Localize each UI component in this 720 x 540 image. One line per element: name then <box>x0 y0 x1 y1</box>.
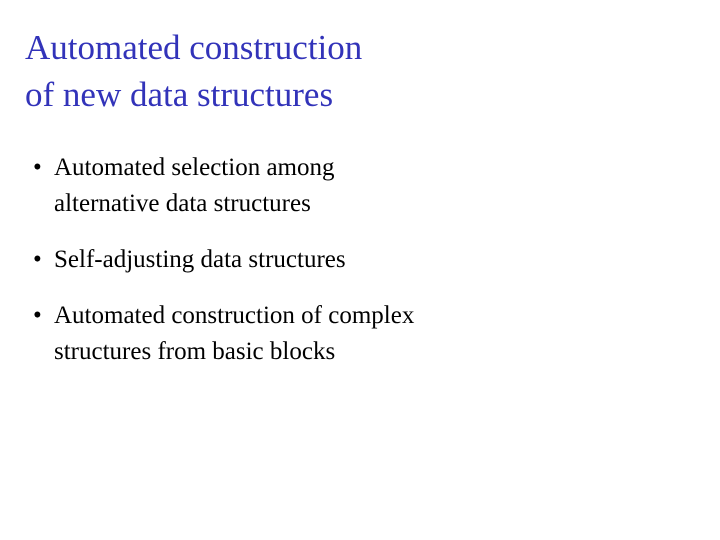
bullet-item-3-text: Automated construction of complex struct… <box>54 298 698 370</box>
bullet-point-icon: • <box>33 302 42 329</box>
bullet-item-2-text: Self-adjusting data structures <box>54 242 698 278</box>
slide-title: Automated construction of new data struc… <box>25 24 685 118</box>
slide-title-line-1: Automated construction <box>25 28 363 67</box>
slide-bullet-list: • Automated selection among alternative … <box>28 150 698 370</box>
bullet-item-1-line-2: alternative data structures <box>54 190 311 217</box>
bullet-item-2: • Self-adjusting data structures <box>28 242 698 278</box>
bullet-item-1-text: Automated selection among alternative da… <box>54 150 698 222</box>
bullet-item-3: • Automated construction of complex stru… <box>28 298 698 370</box>
bullet-item-1: • Automated selection among alternative … <box>28 150 698 222</box>
bullet-point-icon: • <box>33 246 42 273</box>
bullet-item-2-line-1: Self-adjusting data structures <box>54 246 346 273</box>
slide-title-line-2: of new data structures <box>25 75 334 114</box>
bullet-item-3-line-2: structures from basic blocks <box>54 338 336 365</box>
bullet-point-icon: • <box>33 154 42 181</box>
bullet-item-1-line-1: Automated selection among <box>54 154 335 181</box>
bullet-item-3-line-1: Automated construction of complex <box>54 302 415 329</box>
